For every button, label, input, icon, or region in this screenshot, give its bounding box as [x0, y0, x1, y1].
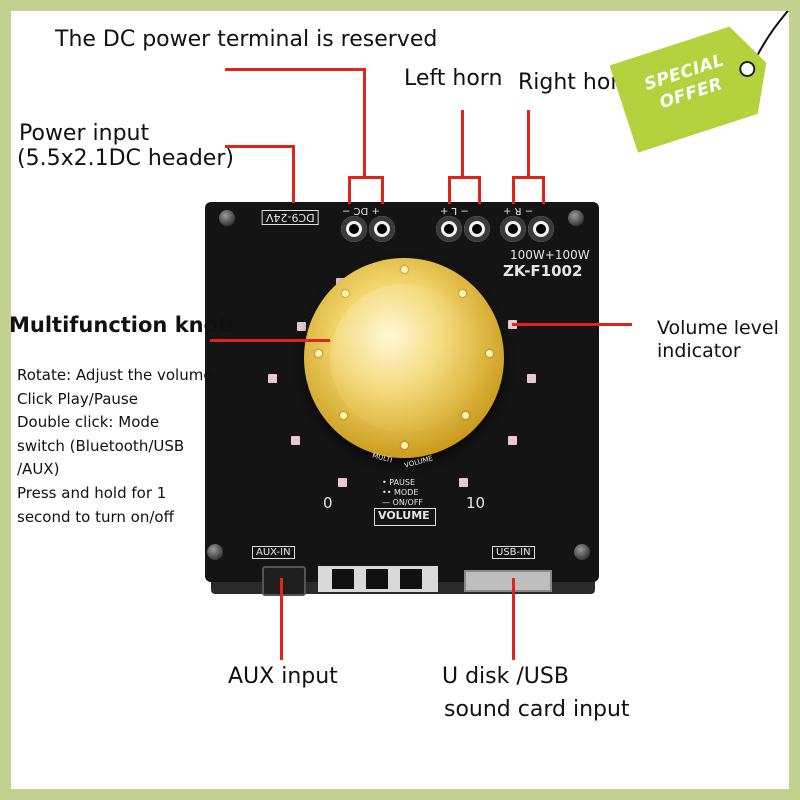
volume-led — [297, 322, 306, 331]
legend-mode-text: MODE — [393, 488, 419, 497]
volume-level-sublabel: indicator — [657, 340, 741, 362]
left-plus-terminal — [464, 216, 490, 242]
knob-stud-icon — [401, 442, 408, 449]
leader-line — [512, 176, 515, 204]
leader-line — [478, 176, 481, 204]
volume-min: 0 — [323, 494, 333, 512]
screw-icon — [568, 210, 584, 226]
knob-stud-icon — [459, 290, 466, 297]
legend-pause-text: PAUSE — [389, 478, 416, 487]
leader-line — [512, 323, 632, 326]
power-input-label: Power input — [19, 121, 150, 146]
knob-instruction-line: /AUX) — [17, 460, 60, 479]
knob-instruction-line: switch (Bluetooth/USB — [17, 436, 185, 455]
knob-stud-icon — [462, 412, 469, 419]
leader-line — [461, 110, 464, 178]
module-chip — [332, 569, 354, 589]
module-chip — [366, 569, 388, 589]
leader-line — [280, 578, 283, 660]
usb-input-label: U disk /USB — [442, 664, 569, 689]
left-terminal-label: − L + — [440, 205, 469, 216]
volume-led — [268, 374, 277, 383]
screw-icon — [219, 210, 235, 226]
bluetooth-module — [318, 566, 438, 592]
volume-box — [374, 508, 436, 526]
power-input-sublabel: (5.5x2.1DC header) — [17, 146, 234, 171]
right-terminal-label: − R + — [503, 205, 534, 216]
double-dot-icon: •• — [382, 488, 394, 497]
knob-stud-icon — [401, 266, 408, 273]
legend-pause: • PAUSE — [382, 478, 415, 487]
legend-onoff-text: ON/OFF — [392, 498, 424, 507]
knob-instruction-line: Rotate: Adjust the volume — [17, 366, 213, 384]
knob-instruction-line: Press and hold for 1 — [17, 483, 167, 502]
dc-terminal-label: + DC − — [342, 205, 380, 216]
leader-line — [348, 176, 384, 179]
multifunction-knob-label: Multifunction knob — [9, 313, 234, 337]
volume-led — [508, 436, 517, 445]
knob-instruction-line: Double click: Mode — [17, 413, 160, 432]
volume-max: 10 — [466, 494, 486, 512]
usb-port — [464, 570, 552, 592]
knob-instruction-line: second to turn on/off — [17, 507, 174, 526]
dc-voltage-label: DC9-24V — [262, 210, 319, 225]
aux-input-label: AUX input — [228, 664, 338, 689]
left-horn-label: Left horn — [404, 66, 503, 91]
volume-led — [527, 374, 536, 383]
knob-stud-icon — [315, 350, 322, 357]
volume-label: VOLUME — [378, 509, 430, 522]
right-plus-terminal — [528, 216, 554, 242]
leader-line — [542, 176, 545, 204]
dot-icon: • — [382, 478, 390, 487]
leader-line — [225, 145, 295, 148]
dc-minus-terminal — [369, 216, 395, 242]
multifunction-knob[interactable] — [304, 258, 504, 458]
screw-icon — [574, 544, 590, 560]
usb-input-sublabel: sound card input — [444, 697, 630, 722]
legend-mode: •• MODE — [382, 488, 418, 497]
right-minus-terminal — [500, 216, 526, 242]
knob-instructions: Rotate: Adjust the volume Click Play/Pau… — [17, 364, 213, 529]
power-rating: 100W+100W — [510, 248, 590, 262]
usb-in-label: USB-IN — [492, 546, 535, 559]
leader-line — [348, 176, 351, 204]
leader-line — [381, 176, 384, 204]
model-name: ZK-F1002 — [503, 262, 583, 280]
long-dash-icon: — — [382, 498, 393, 507]
dc-plus-terminal — [341, 216, 367, 242]
aux-jack — [262, 566, 306, 596]
legend-onoff: — ON/OFF — [382, 498, 423, 507]
leader-line — [512, 578, 515, 660]
knob-cap — [330, 284, 478, 432]
left-minus-terminal — [436, 216, 462, 242]
leader-line — [225, 68, 365, 71]
aux-in-label: AUX-IN — [252, 546, 295, 559]
dc-power-reserved-label: The DC power terminal is reserved — [55, 27, 438, 52]
knob-stud-icon — [342, 290, 349, 297]
leader-line — [292, 145, 295, 203]
module-chip — [400, 569, 422, 589]
volume-led — [338, 478, 347, 487]
volume-level-label: Volume level — [657, 317, 779, 339]
volume-led — [291, 436, 300, 445]
leader-line — [363, 68, 366, 178]
knob-instruction-line: Click Play/Pause — [17, 389, 138, 408]
leader-line — [448, 176, 481, 179]
screw-icon — [207, 544, 223, 560]
leader-line — [527, 110, 530, 178]
knob-stud-icon — [486, 350, 493, 357]
leader-line — [448, 176, 451, 204]
leader-line — [210, 339, 330, 342]
knob-stud-icon — [340, 412, 347, 419]
volume-led — [459, 478, 468, 487]
leader-line — [512, 176, 545, 179]
